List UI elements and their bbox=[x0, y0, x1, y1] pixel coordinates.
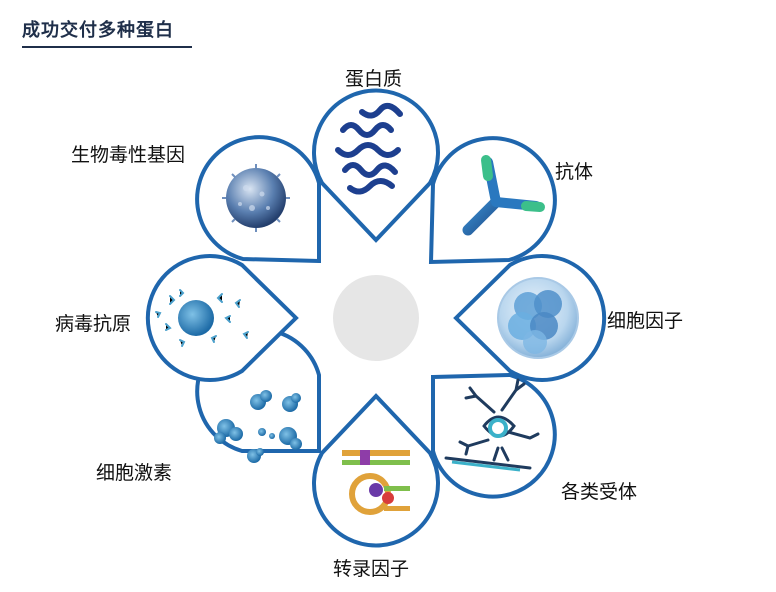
label-virus-antigen: 病毒抗原 bbox=[55, 313, 132, 335]
membrane-icon bbox=[451, 460, 521, 472]
label-biotoxic-gene: 生物毒性基因 bbox=[71, 144, 186, 166]
petal-transcription-factor bbox=[312, 393, 440, 548]
hormone-particles-icon bbox=[214, 390, 302, 463]
page-title: 成功交付多种蛋白 bbox=[22, 16, 192, 48]
label-antibody: 抗体 bbox=[555, 161, 594, 183]
label-protein: 蛋白质 bbox=[345, 68, 403, 90]
transcription-factor-icon bbox=[342, 450, 410, 515]
cell-cluster-icon bbox=[497, 277, 579, 359]
label-transcription-factor: 转录因子 bbox=[333, 558, 410, 580]
virus-icon bbox=[222, 164, 290, 232]
label-receptor: 各类受体 bbox=[561, 481, 638, 503]
antibody-icon bbox=[462, 155, 545, 236]
receptor-core-icon bbox=[488, 418, 508, 438]
petal-antibody bbox=[428, 136, 557, 265]
virus-antigen-icon bbox=[155, 289, 249, 347]
petal-biotoxic-gene bbox=[195, 135, 321, 264]
petal-virus-antigen bbox=[145, 254, 299, 382]
petal-receptor bbox=[431, 372, 557, 499]
center-circle bbox=[333, 275, 419, 361]
label-cytokine: 细胞因子 bbox=[607, 310, 684, 332]
label-hormone: 细胞激素 bbox=[96, 462, 173, 484]
petal-protein bbox=[312, 88, 440, 243]
protein-structure-icon bbox=[335, 102, 403, 195]
petal-cytokine bbox=[453, 254, 607, 382]
